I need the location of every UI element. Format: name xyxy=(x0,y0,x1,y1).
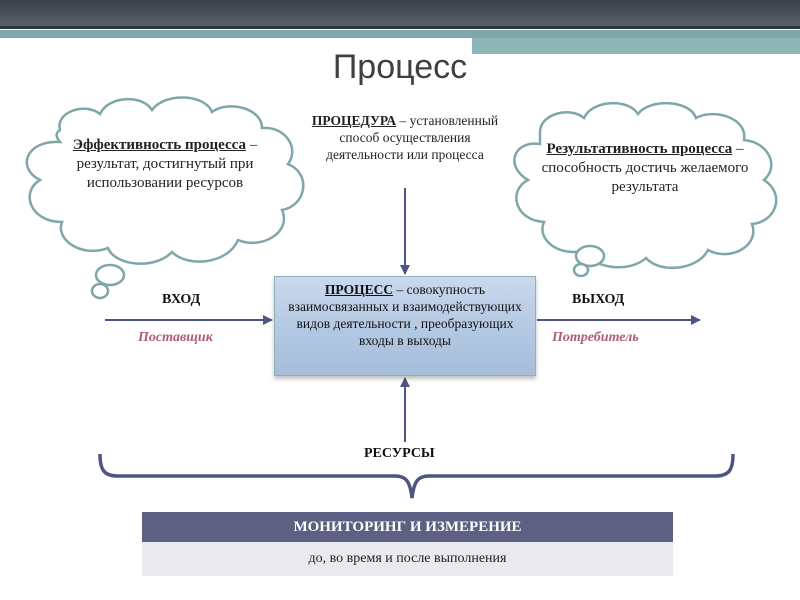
slide-title: Процесс xyxy=(332,48,468,86)
thought-cloud-left xyxy=(25,96,305,300)
thought-cloud-right xyxy=(513,101,778,278)
accent-stripe xyxy=(0,30,800,38)
procedure-definition: – установленный способ осуществления дея… xyxy=(326,113,499,162)
accent-gap xyxy=(0,38,800,41)
accent-block xyxy=(472,38,800,54)
process-term: ПРОЦЕСС xyxy=(324,282,394,297)
process-definition: – совокупность взаимосвязанных и взаимод… xyxy=(288,282,522,348)
cloud-left-term: Эффективность процесса xyxy=(72,137,246,153)
procedure-text: ПРОЦЕДУРА – установленный способ осущест… xyxy=(300,112,510,163)
cloud-left-text: Эффективность процесса – результат, дост… xyxy=(60,136,270,193)
cloud-right-term: Результативность процесса xyxy=(546,141,733,157)
resources-brace xyxy=(98,453,735,499)
procedure-term: ПРОЦЕДУРА xyxy=(311,113,397,128)
cloud-right-definition: – способность достичь желаемого результа… xyxy=(541,141,749,195)
input-label: ВХОД xyxy=(162,292,201,307)
resources-label: РЕСУРСЫ xyxy=(364,446,435,461)
supplier-label: Поставщик xyxy=(138,330,213,345)
top-header-bar xyxy=(0,0,800,26)
cloud-left-definition: – результат, достигнутый при использован… xyxy=(76,137,258,191)
header-divider xyxy=(0,26,800,29)
output-label: ВЫХОД xyxy=(572,292,625,307)
consumer-label: Потребитель xyxy=(552,330,639,345)
monitoring-title: МОНИТОРИНГ И ИЗМЕРЕНИЕ xyxy=(142,512,673,542)
process-box: ПРОЦЕСС – совокупность взаимосвязанных и… xyxy=(274,276,536,376)
cloud-right-text: Результативность процесса – способность … xyxy=(535,140,755,197)
monitoring-subtitle: до, во время и после выполнения xyxy=(142,542,673,576)
